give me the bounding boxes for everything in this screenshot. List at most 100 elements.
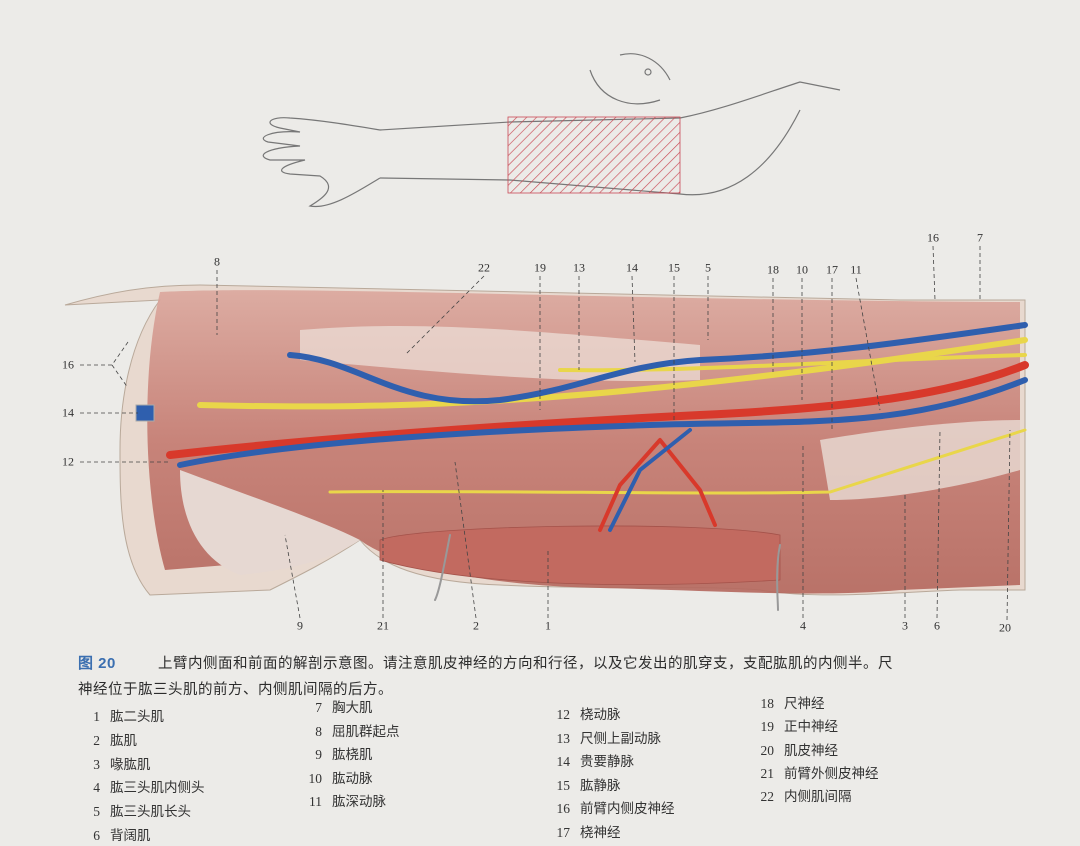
legend-item: 5 肱三头肌长头: [78, 800, 191, 820]
legend-number: 6: [93, 828, 100, 843]
legend-label: 肱三头肌内侧头: [110, 780, 205, 797]
legend-item: 14 贵要静脉: [548, 750, 635, 770]
nerve-ulnar: [558, 353, 1027, 373]
callout-1: 1: [545, 618, 551, 633]
legend-item: 19 正中神经: [752, 715, 839, 736]
vein-branch: [608, 428, 692, 532]
legend-label: 内侧肌间隔: [784, 789, 852, 806]
legend-label: 肱二头肌: [110, 709, 164, 725]
legend-item: 12 桡动脉: [548, 703, 621, 723]
legend-label: 胸大肌: [332, 700, 373, 716]
callout-11: 11: [850, 262, 862, 277]
legend-item: 18 尺神经: [752, 692, 825, 712]
legend-label: 肱深动脉: [332, 794, 386, 810]
legend-item: 2 肱肌: [78, 729, 137, 749]
callout-4: 4: [800, 618, 806, 633]
legend-item: 4 肱三头肌内侧头: [78, 776, 205, 797]
legend-number: 13: [556, 730, 571, 746]
caption-line-1: 上臂内侧面和前面的解剖示意图。请注意肌皮神经的方向和行径，以及它发出的肌穿支，支…: [158, 656, 893, 672]
vein-brachial: [177, 377, 1028, 468]
callout-10: 10: [796, 262, 808, 277]
legend-label: 屈肌群起点: [332, 723, 400, 740]
legend-label: 尺侧上副动脉: [580, 730, 661, 747]
legend-number: 8: [315, 723, 322, 739]
legend-number: 1: [93, 709, 100, 724]
callout-22: 22: [478, 260, 490, 275]
legend-label: 喙肱肌: [110, 756, 151, 773]
legend-item: 1 肱二头肌: [78, 705, 164, 725]
hatched-region-marker: [507, 116, 681, 194]
legend-number: 2: [93, 732, 100, 748]
callout-8: 8: [214, 254, 220, 269]
callout-13: 13: [573, 260, 585, 275]
callout-7: 7: [977, 230, 983, 245]
callout-12: 12: [62, 454, 74, 469]
legend-item: 10 肱动脉: [300, 767, 373, 787]
legend-number: 5: [93, 804, 100, 820]
legend-label: 背阔肌: [110, 828, 151, 844]
legend-number: 10: [308, 770, 323, 786]
caption-line-2: 神经位于肱三头肌的前方、内侧肌间隔的后方。: [78, 682, 393, 698]
callout-20: 20: [999, 620, 1011, 635]
legend-number: 14: [556, 754, 571, 769]
legend-label: 肱三头肌长头: [110, 804, 191, 821]
legend-item: 6 背阔肌: [78, 824, 151, 844]
legend-number: 9: [315, 747, 322, 762]
artery-brachial: [166, 361, 1029, 459]
legend-number: 4: [93, 780, 100, 796]
vein-stub: [135, 404, 155, 422]
legend-number: 3: [93, 756, 100, 772]
legend-item: 3 喙肱肌: [78, 753, 151, 773]
nerve-musculocutaneous: [328, 428, 1027, 495]
legend-number: 19: [760, 719, 775, 735]
legend-number: 20: [760, 742, 775, 758]
callout-21: 21: [377, 618, 389, 633]
callout-18: 18: [767, 262, 779, 277]
callout-15: 15: [668, 260, 680, 275]
legend-label: 桡动脉: [580, 707, 621, 723]
legend-label: 肱桡肌: [332, 747, 373, 763]
legend-item: 22 内侧肌间隔: [752, 785, 852, 805]
callout-19: 19: [534, 260, 546, 275]
legend-number: 11: [309, 794, 322, 809]
legend-label: 肱肌: [110, 732, 137, 749]
legend-number: 7: [315, 700, 322, 715]
legend-number: 17: [556, 824, 571, 840]
nerve-main: [197, 337, 1028, 410]
callout-17: 17: [826, 262, 838, 277]
legend-number: 12: [556, 707, 571, 722]
callout-16-right: 16: [927, 230, 939, 245]
legend-label: 贵要静脉: [580, 754, 634, 770]
callout-5: 5: [705, 260, 711, 275]
callout-14-left: 14: [62, 405, 74, 420]
legend-item: 21 前臂外侧皮神经: [752, 762, 879, 782]
dissection-arm: [64, 284, 1026, 596]
vein-basilic: [287, 322, 1028, 405]
legend-label: 肌皮神经: [784, 742, 838, 759]
legend-item: 8 屈肌群起点: [300, 720, 400, 740]
legend-item: 7 胸大肌: [300, 696, 373, 716]
legend-item: 11 肱深动脉: [300, 790, 386, 810]
legend-item: 9 肱桡肌: [300, 743, 373, 763]
callout-6: 6: [934, 618, 940, 633]
legend-label: 正中神经: [784, 719, 838, 736]
callout-16-left: 16: [62, 357, 74, 372]
legend-label: 桡神经: [580, 824, 621, 841]
legend-number: 21: [760, 765, 775, 781]
callout-14: 14: [626, 260, 638, 275]
legend-item: 17 桡神经: [548, 821, 621, 841]
legend-label: 肱动脉: [332, 770, 373, 787]
legend-number: 15: [556, 777, 571, 793]
legend-number: 18: [760, 696, 775, 711]
artery-branch: [598, 438, 717, 532]
retractor-hook: [434, 534, 781, 611]
blood-vessels-nerves: [135, 322, 1029, 611]
legend-item: 15 肱静脉: [548, 774, 621, 794]
legend-label: 尺神经: [784, 696, 825, 712]
legend-label: 前臂外侧皮神经: [784, 765, 879, 782]
legend-label: 前臂内侧皮神经: [580, 801, 675, 817]
legend-label: 肱静脉: [580, 777, 621, 794]
legend-number: 22: [760, 789, 775, 805]
